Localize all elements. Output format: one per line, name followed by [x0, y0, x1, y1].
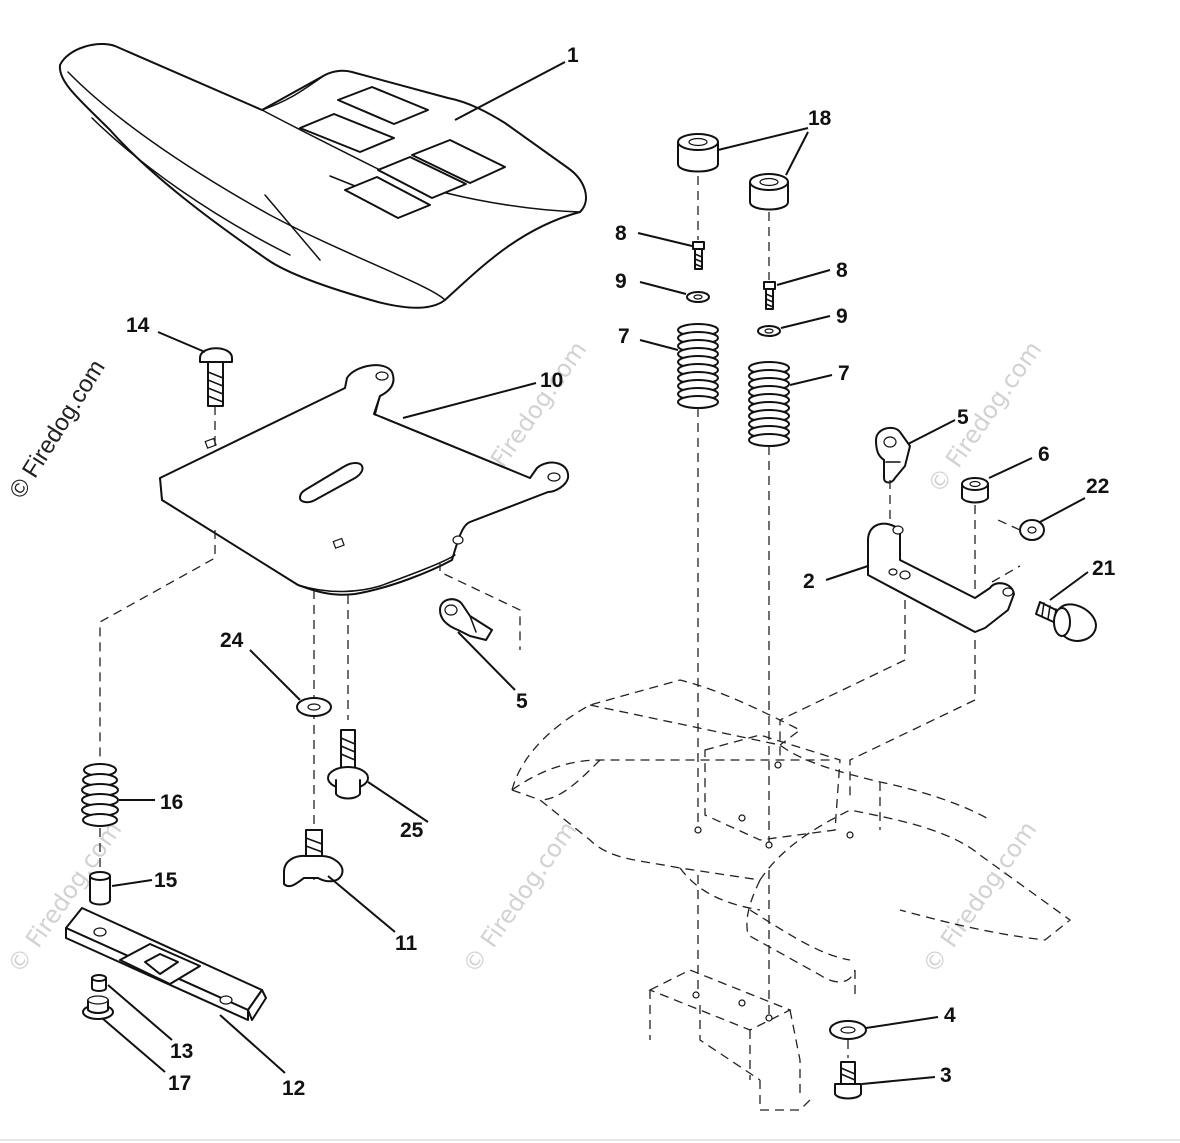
leader-21	[1049, 571, 1089, 601]
callout-9-right: 9	[836, 305, 848, 328]
part-5-clip-right	[875, 426, 911, 484]
part-3-bolt	[834, 1061, 862, 1100]
part-6-nut	[961, 477, 989, 504]
leader-14	[157, 331, 206, 353]
lower-bracket-phantom	[648, 969, 811, 1111]
part-1-seat	[58, 43, 587, 309]
callout-14: 14	[126, 314, 150, 337]
leader-6	[988, 457, 1033, 479]
part-11-wing-knob	[283, 829, 344, 888]
part-5-clip-left	[439, 598, 493, 641]
leader-1	[454, 61, 566, 121]
part-9-washer-left	[686, 291, 710, 303]
leader-11	[327, 875, 396, 933]
callout-16: 16	[160, 791, 183, 814]
callout-8-left: 8	[615, 222, 627, 245]
part-14-carriage-bolt	[199, 347, 233, 407]
part-7-spring-left	[677, 323, 719, 409]
part-15-bushing	[89, 871, 111, 906]
part-2-bracket	[867, 522, 1015, 633]
watermark-faint-5: © Firedog.com	[917, 816, 1042, 978]
callout-6: 6	[1038, 443, 1050, 466]
part-8-screw-left	[692, 241, 705, 270]
part-12-slide-plate	[65, 907, 267, 1021]
leader-25	[367, 781, 429, 823]
callout-18: 18	[808, 107, 832, 130]
callout-2: 2	[803, 570, 815, 593]
leader-15	[111, 879, 153, 887]
leader-12	[219, 1014, 286, 1074]
leader-3	[861, 1076, 936, 1085]
callout-5-right: 5	[957, 406, 969, 429]
callout-15: 15	[154, 869, 178, 892]
leader-13	[107, 984, 173, 1041]
part-10-seat-pan	[159, 364, 570, 596]
leader-5-left	[457, 631, 516, 691]
leader-18-b	[785, 131, 809, 176]
leader-9-left	[639, 281, 687, 295]
watermark-faint-4: © Firedog.com	[457, 816, 582, 978]
callout-24: 24	[220, 629, 244, 652]
leader-9-right	[780, 315, 831, 329]
callout-5-left: 5	[516, 690, 528, 713]
callout-3: 3	[940, 1064, 952, 1087]
part-18-bumper-right	[749, 173, 789, 211]
leader-17	[101, 1017, 166, 1073]
part-4-washer	[829, 1020, 867, 1040]
callout-7-left: 7	[618, 325, 630, 348]
frame-phantom	[511, 679, 1072, 1000]
callout-9-left: 9	[615, 270, 627, 293]
leader-5-right	[907, 419, 956, 445]
part-24-washer	[296, 697, 332, 717]
callout-1: 1	[567, 44, 579, 67]
callout-7-right: 7	[838, 362, 850, 385]
leader-24	[249, 649, 301, 701]
callout-8-right: 8	[836, 259, 848, 282]
part-8-screw-right	[763, 281, 776, 310]
part-7-spring-right	[748, 361, 790, 447]
part-17-flange-nut	[82, 995, 114, 1020]
callout-21: 21	[1092, 557, 1116, 580]
leader-2	[825, 565, 869, 581]
part-9-washer-right	[757, 325, 781, 337]
part-16-spring	[81, 763, 119, 827]
callout-4: 4	[944, 1004, 956, 1027]
callout-11: 11	[395, 932, 418, 955]
leader-4	[865, 1016, 939, 1029]
leader-22	[1039, 497, 1086, 523]
callout-13: 13	[170, 1040, 193, 1063]
leader-10	[402, 382, 537, 419]
part-25-shoulder-bolt	[327, 729, 369, 800]
leader-8-right	[776, 269, 831, 286]
leader-8-left	[637, 232, 693, 247]
part-18-bumper-left	[677, 133, 719, 173]
leader-7-left	[639, 339, 679, 351]
leader-7-right	[789, 374, 833, 386]
callout-10: 10	[540, 369, 563, 392]
watermark-faint-2: © Firedog.com	[922, 336, 1047, 498]
part-13-nut	[91, 974, 107, 992]
callout-17: 17	[168, 1072, 191, 1095]
leader-18-a	[717, 127, 809, 151]
callout-12: 12	[282, 1077, 305, 1100]
part-22-nut	[1019, 519, 1045, 541]
watermark-main: © Firedog.com	[4, 355, 110, 503]
part-21-shoulder-bolt	[1035, 601, 1097, 642]
callout-22: 22	[1086, 475, 1109, 498]
callout-25: 25	[400, 819, 424, 842]
